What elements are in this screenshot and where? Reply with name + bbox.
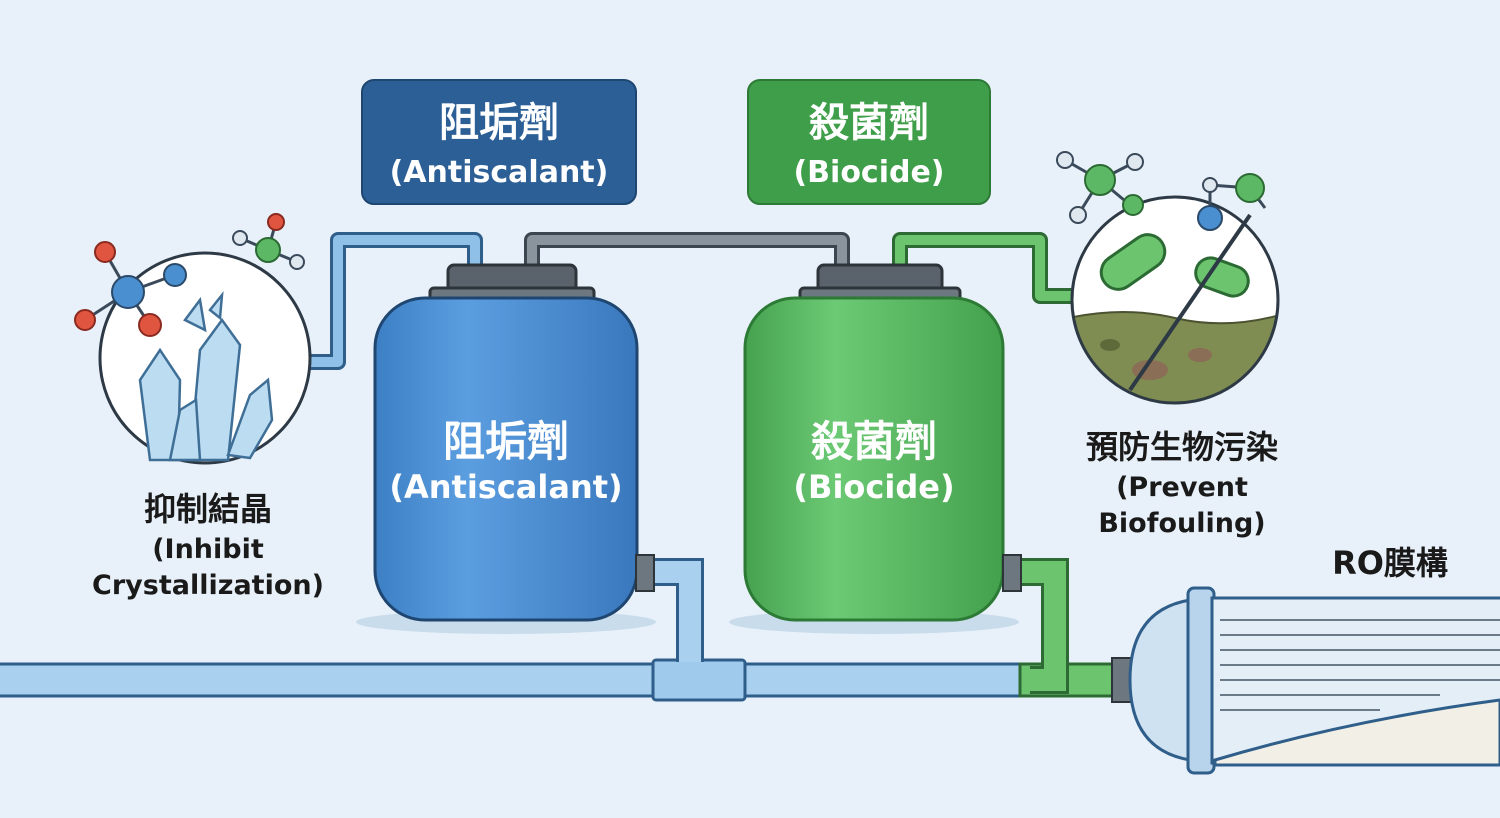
biocide-tank: 殺菌劑 (Biocide)	[729, 263, 1022, 634]
prevent-zh: 預防生物污染	[1086, 428, 1278, 466]
feed-pipes	[310, 232, 1072, 370]
antiscalant-zh: 阻垢劑	[439, 100, 559, 146]
tank-antiscalant-en: (Antiscalant)	[389, 468, 622, 506]
tank-biocide-zh: 殺菌劑	[811, 417, 937, 466]
inhibit-en-1: (Inhibit	[152, 534, 264, 565]
crystal-inhibition-icon	[74, 213, 312, 465]
antiscalant-tank: 阻垢劑 (Antiscalant)	[356, 263, 656, 634]
inhibit-crystallization-label: 抑制結晶 (Inhibit Crystallization)	[92, 490, 324, 601]
biocide-label-box: 殺菌劑 (Biocide)	[747, 79, 991, 205]
prevent-biofouling-label: 預防生物污染 (Prevent Biofouling)	[1086, 428, 1278, 539]
tank-biocide-en: (Biocide)	[793, 468, 954, 506]
main-pipe	[0, 658, 1127, 702]
ro-membrane-label: RO膜構	[1332, 544, 1448, 582]
inhibit-zh: 抑制結晶	[144, 490, 272, 528]
biocide-zh: 殺菌劑	[809, 100, 929, 146]
antiscalant-en: (Antiscalant)	[390, 155, 609, 190]
biocide-en: (Biocide)	[793, 155, 944, 190]
inhibit-en-2: Crystallization)	[92, 570, 324, 601]
ro-membrane: RO膜構	[1111, 544, 1500, 775]
prevent-en-2: Biofouling)	[1098, 508, 1265, 539]
antiscalant-label-box: 阻垢劑 (Antiscalant)	[361, 79, 637, 205]
prevent-en-1: (Prevent	[1116, 472, 1248, 503]
tank-antiscalant-zh: 阻垢劑	[443, 417, 569, 466]
